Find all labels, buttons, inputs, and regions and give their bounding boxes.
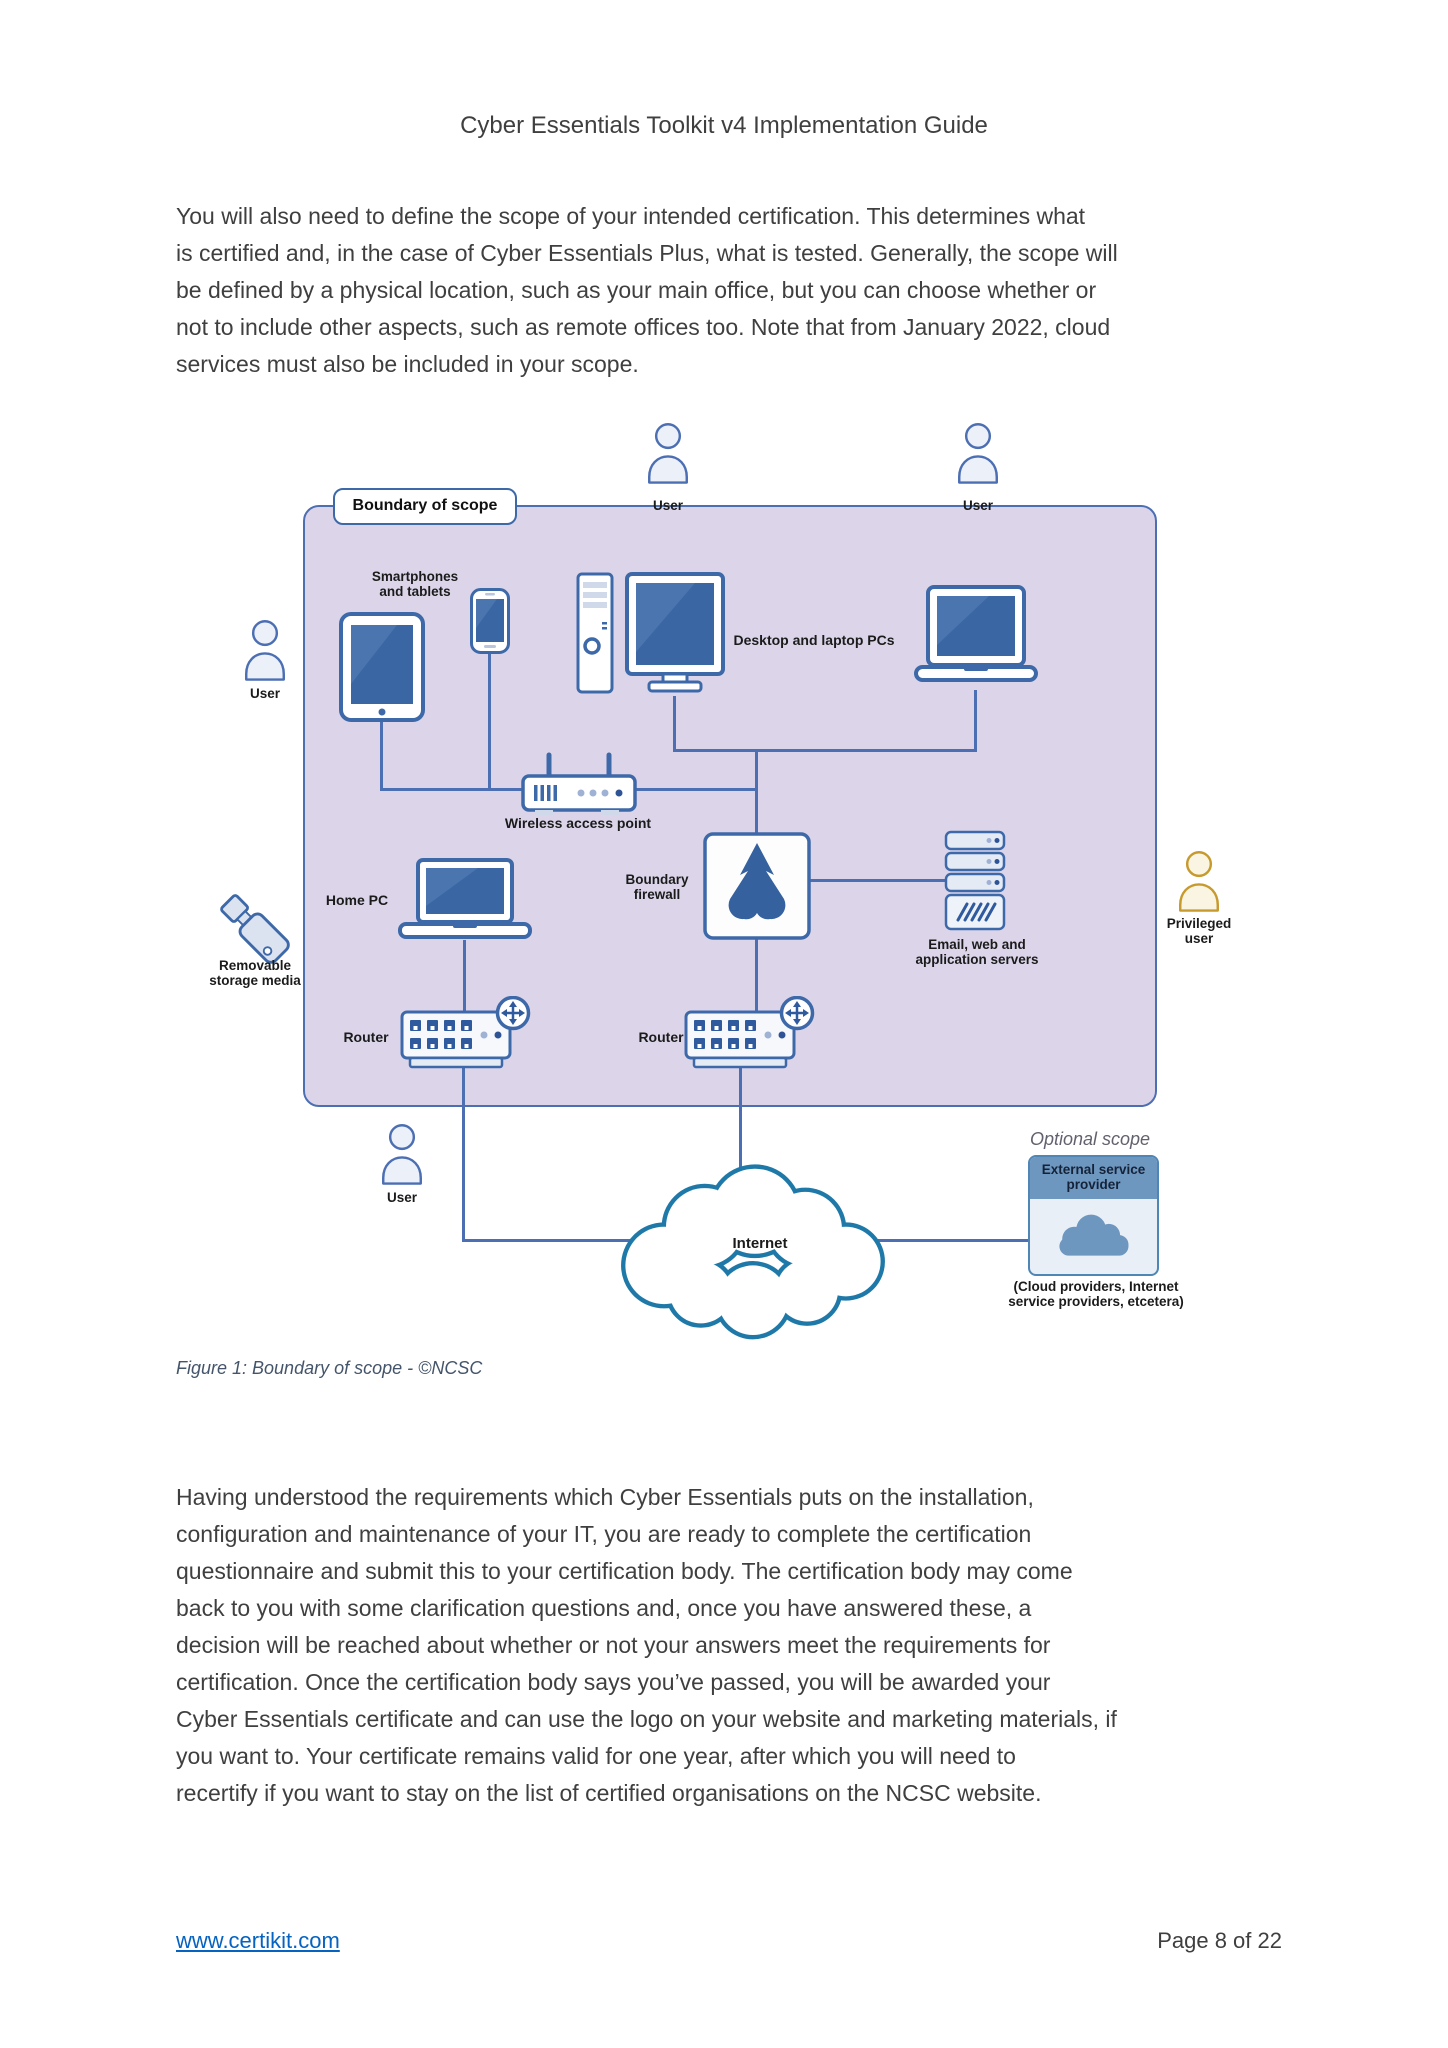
desktop-monitor-icon bbox=[625, 572, 725, 700]
router-icon bbox=[684, 995, 816, 1076]
router-label: Router bbox=[638, 1029, 684, 1045]
boundary-firewall-label: Boundary firewall bbox=[625, 872, 689, 902]
connector-line bbox=[380, 715, 383, 791]
desktop-tower-icon bbox=[576, 572, 614, 694]
router-icon bbox=[400, 995, 532, 1076]
cloud-icon bbox=[1045, 1209, 1141, 1265]
paragraph-1-line: not to include other aspects, such as re… bbox=[176, 314, 1111, 340]
external-service-provider-caption: (Cloud providers, Internet service provi… bbox=[1008, 1279, 1184, 1309]
paragraph-2-line: back to you with some clarification ques… bbox=[176, 1595, 1032, 1621]
paragraph-1-line: services must also be included in your s… bbox=[176, 351, 639, 377]
paragraph-2-line: recertify if you want to stay on the lis… bbox=[176, 1780, 1042, 1806]
paragraph-2-line: questionnaire and submit this to your ce… bbox=[176, 1558, 1073, 1584]
connector-line bbox=[755, 749, 758, 836]
connector-line bbox=[381, 788, 527, 791]
paragraph-2: Having understood the requirements which… bbox=[176, 1479, 1316, 1812]
connector-line bbox=[876, 1239, 1030, 1242]
wireless-access-point-label: Wireless access point bbox=[504, 815, 652, 831]
user-label: User bbox=[962, 498, 994, 513]
privileged-user-label: Privileged user bbox=[1166, 916, 1232, 946]
router-label: Router bbox=[343, 1029, 389, 1045]
connector-line bbox=[974, 690, 977, 752]
tablet-icon bbox=[339, 612, 425, 722]
laptop-icon bbox=[914, 585, 1038, 697]
firewall-icon bbox=[702, 831, 812, 941]
user-label: User bbox=[386, 1190, 418, 1205]
paragraph-2-line: certification. Once the certification bo… bbox=[176, 1669, 1051, 1695]
connector-line bbox=[462, 1062, 465, 1242]
paragraph-1-line: is certified and, in the case of Cyber E… bbox=[176, 240, 1118, 266]
connector-line bbox=[488, 650, 491, 791]
paragraph-2-line: you want to. Your certificate remains va… bbox=[176, 1743, 1016, 1769]
certikit-link[interactable]: www.certikit.com bbox=[176, 1928, 340, 1953]
figure-caption: Figure 1: Boundary of scope - ©NCSC bbox=[176, 1358, 483, 1378]
connector-line bbox=[630, 788, 758, 791]
external-service-provider-header bbox=[1030, 1157, 1157, 1199]
paragraph-2-line: Having understood the requirements which… bbox=[176, 1484, 1034, 1510]
page-number: Page 8 of 22 bbox=[1157, 1928, 1282, 1953]
user-icon bbox=[955, 423, 1001, 485]
connector-line bbox=[808, 879, 950, 882]
home-pc-icon bbox=[398, 858, 532, 946]
connector-line bbox=[463, 940, 466, 1016]
user-icon bbox=[379, 1124, 425, 1186]
external-service-provider-box: External service provider bbox=[1028, 1155, 1159, 1276]
smartphone-icon bbox=[470, 588, 510, 654]
user-label: User bbox=[249, 686, 281, 701]
paragraph-1-line: be defined by a physical location, such … bbox=[176, 277, 1097, 303]
connector-line bbox=[739, 1062, 742, 1178]
connector-line bbox=[673, 696, 676, 752]
connector-line bbox=[755, 938, 758, 1016]
paragraph-2-line: configuration and maintenance of your IT… bbox=[176, 1521, 1032, 1547]
usb-stick-icon bbox=[210, 888, 296, 974]
optional-scope-label: Optional scope bbox=[1029, 1129, 1151, 1149]
internet-cloud-icon bbox=[608, 1148, 898, 1348]
internet-label: Internet bbox=[732, 1235, 788, 1252]
user-label: User bbox=[652, 498, 684, 513]
connector-line bbox=[462, 1239, 660, 1242]
removable-storage-label: Removable storage media bbox=[209, 958, 301, 988]
user-icon bbox=[645, 423, 691, 485]
paragraph-2-line: Cyber Essentials certificate and can use… bbox=[176, 1706, 1117, 1732]
wireless-access-point-icon bbox=[521, 752, 637, 818]
paragraph-1: You will also need to define the scope o… bbox=[176, 198, 1316, 383]
page-title: Cyber Essentials Toolkit v4 Implementati… bbox=[460, 112, 988, 139]
servers-icon bbox=[944, 830, 1010, 934]
desktop-laptop-label: Desktop and laptop PCs bbox=[733, 632, 895, 648]
paragraph-2-line: decision will be reached about whether o… bbox=[176, 1632, 1051, 1658]
user-icon bbox=[242, 620, 288, 682]
paragraph-1-line: You will also need to define the scope o… bbox=[176, 203, 1086, 229]
boundary-of-scope-label: Boundary of scope bbox=[333, 488, 517, 525]
servers-label: Email, web and application servers bbox=[915, 937, 1039, 967]
home-pc-label: Home PC bbox=[325, 892, 389, 908]
external-service-provider-title: External service provider bbox=[1041, 1162, 1146, 1192]
smartphones-tablets-label: Smartphones and tablets bbox=[371, 569, 459, 599]
privileged-user-icon bbox=[1176, 851, 1222, 913]
connector-line bbox=[673, 749, 977, 752]
